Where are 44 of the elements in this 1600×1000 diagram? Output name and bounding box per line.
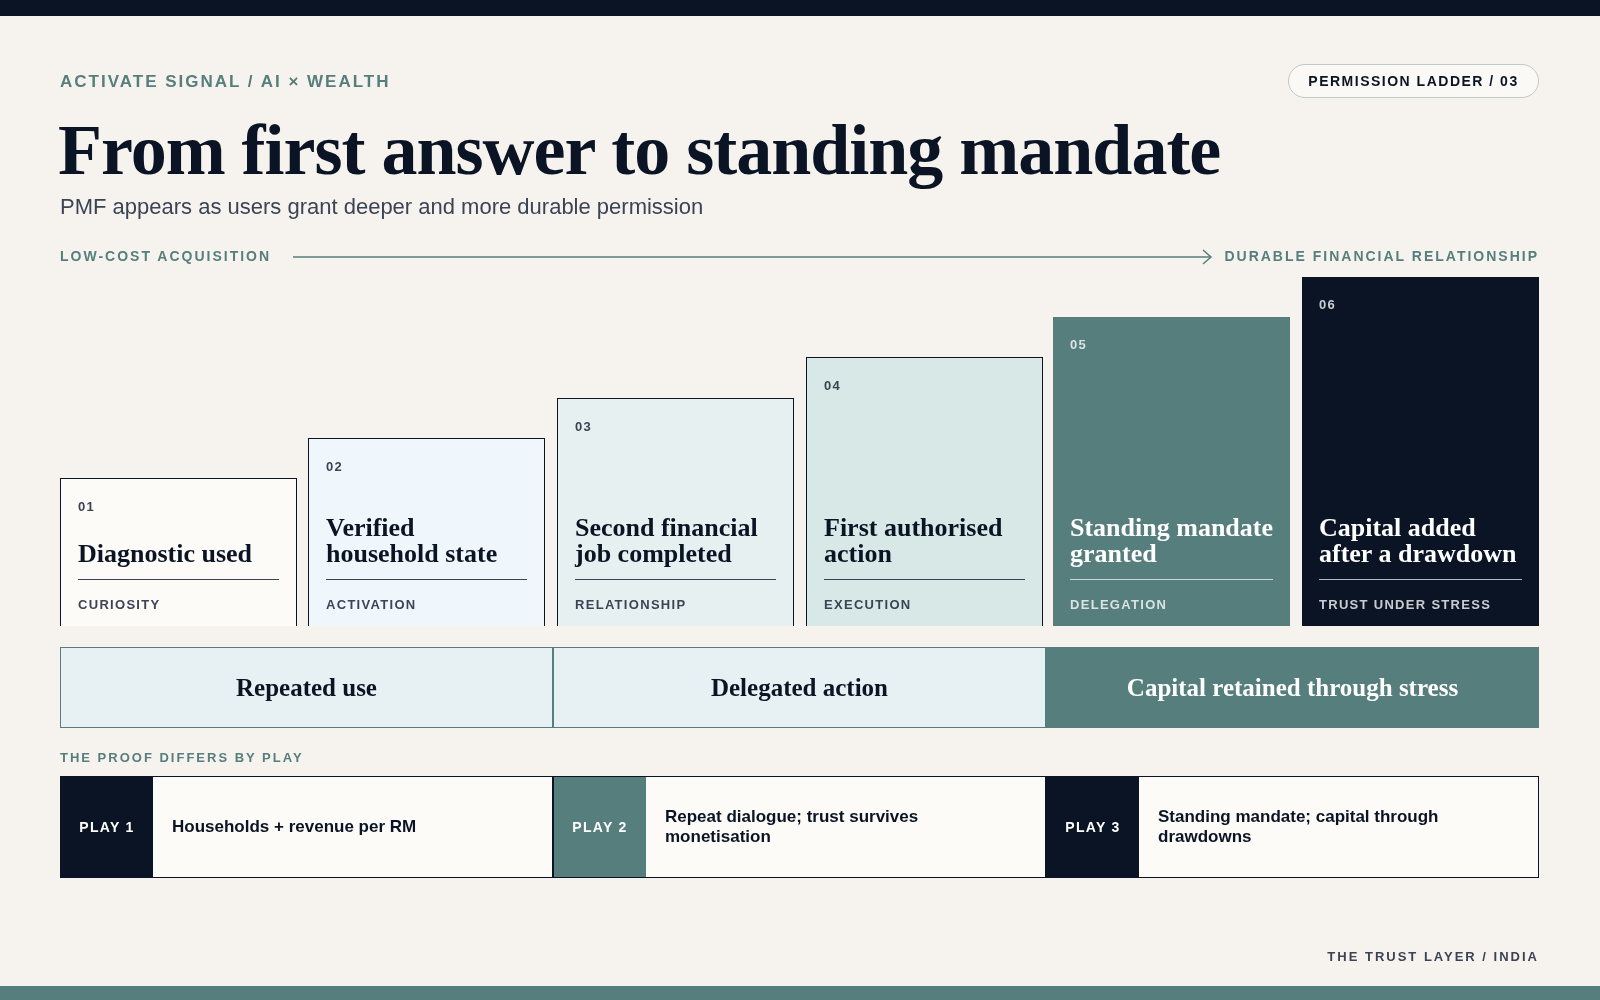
stage-band: Delegated action xyxy=(553,647,1046,728)
step-tag: EXECUTION xyxy=(824,597,912,612)
step-number: 03 xyxy=(575,419,592,434)
step-number: 04 xyxy=(824,378,841,393)
section-label: THE PROOF DIFFERS BY PLAY xyxy=(60,750,304,765)
play-card xyxy=(1046,776,1539,878)
play-tag: PLAY 2 xyxy=(554,777,646,877)
step-card xyxy=(1053,317,1290,626)
play-description: Households + revenue per RM xyxy=(172,816,418,838)
footer-label: THE TRUST LAYER / INDIA xyxy=(1327,949,1539,964)
step-tag: DELEGATION xyxy=(1070,597,1168,612)
play-card xyxy=(60,776,553,878)
step-tag: CURIOSITY xyxy=(78,597,161,612)
step-tag: ACTIVATION xyxy=(326,597,417,612)
axis-label: DURABLE FINANCIAL RELATIONSHIP xyxy=(1224,248,1539,264)
axis-label: LOW-COST ACQUISITION xyxy=(60,248,272,264)
step-card xyxy=(308,438,545,626)
subtitle: PMF appears as users grant deeper and more durable permission xyxy=(60,194,704,220)
play-description: Repeat dialogue; trust survives monetisation xyxy=(665,806,920,848)
step-title: Diagnostic used xyxy=(78,541,254,567)
title: From first answer to standing mandate xyxy=(58,109,1221,192)
step-number: 02 xyxy=(326,459,343,474)
step-title: Standing mandate granted xyxy=(1070,515,1274,567)
step-number: 05 xyxy=(1070,337,1087,352)
play-tag: PLAY 3 xyxy=(1047,777,1139,877)
step-title: Second financial job completed xyxy=(575,515,759,567)
play-description: Standing mandate; capital through drawdowns xyxy=(1158,806,1440,848)
step-card xyxy=(557,398,794,626)
step-card xyxy=(60,478,297,626)
play-tag: PLAY 1 xyxy=(61,777,153,877)
stage-band: Capital retained through stress xyxy=(1046,647,1539,728)
step-number: 01 xyxy=(78,499,95,514)
stage-band: Repeated use xyxy=(60,647,553,728)
play-card xyxy=(553,776,1046,878)
step-card xyxy=(1302,277,1539,626)
step-tag: TRUST UNDER STRESS xyxy=(1319,597,1492,612)
step-title: Capital added after a drawdown xyxy=(1319,515,1518,567)
step-title: First authorised action xyxy=(824,515,1004,567)
step-number: 06 xyxy=(1319,297,1336,312)
step-tag: RELATIONSHIP xyxy=(575,597,687,612)
section-label: ACTIVATE SIGNAL / AI × WEALTH xyxy=(60,72,391,92)
badge: PERMISSION LADDER / 03 xyxy=(1288,64,1539,98)
step-card xyxy=(806,357,1043,626)
step-title: Verified household state xyxy=(326,515,499,567)
